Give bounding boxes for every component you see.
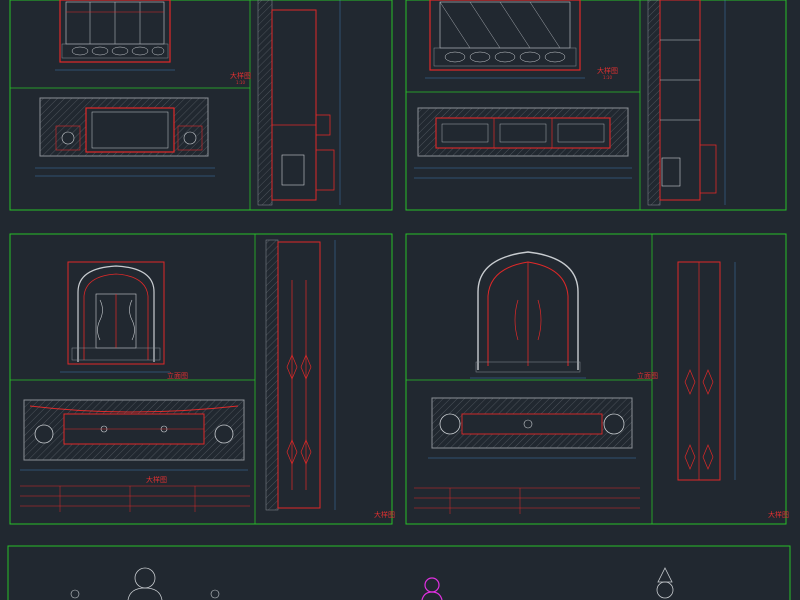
panel-br-title: 大样图 [768,510,789,519]
panel-top-left [9,0,393,211]
arch-section-strip [677,261,736,481]
title-block-right [414,487,640,514]
figures-strip [7,545,791,600]
niche-plan [20,399,248,471]
guardian-figure-icon [421,577,443,600]
title-block-left [20,485,250,512]
arch-plan [428,397,636,459]
altar-plan-section [414,107,632,179]
wall-section-strip [257,0,341,206]
ornament-icon [656,567,674,599]
panel-tl-title: 大样图 [230,71,251,80]
cabinet-elevation-top [55,0,175,71]
buddha-statue-icon [127,567,163,600]
niche-section-strip [265,239,336,511]
altar-elevation-top [425,0,585,79]
panel-bl-strip-title: 大样图 [374,510,395,519]
panel-top-right [405,0,787,211]
panel-bottom-left [9,233,393,525]
panel-tr-title: 大样图 [597,66,618,75]
panel-bottom-right [405,233,787,525]
panel-bl-elevation-title: 立面图 [167,371,188,380]
panel-br-elevation-title: 立面图 [637,371,658,380]
arch-elevation [470,251,586,379]
altar-wall-section [647,0,726,206]
panel-tr-scale: 1:10 [603,75,612,80]
cabinet-plan-section [35,97,215,177]
panel-tl-scale: 1:10 [236,80,245,85]
niche-elevation [60,261,170,373]
panel-bl-title: 大样图 [146,475,167,484]
